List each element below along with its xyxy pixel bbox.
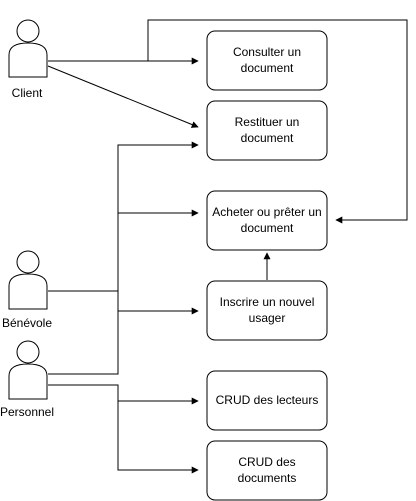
connector-client-acheter bbox=[147, 19, 408, 224]
use-case-inscrire: Inscrire un nouvel usager bbox=[206, 280, 328, 341]
use-case-acheter-line1: Acheter ou prêter un bbox=[212, 205, 321, 219]
use-case-inscrire-line2: usager bbox=[249, 311, 286, 325]
use-case-crud-lecteurs-line1: CRUD des lecteurs bbox=[216, 393, 319, 407]
actor-client-label: Client bbox=[12, 86, 43, 100]
connector-bus-restituer bbox=[117, 141, 199, 291]
actor-personnel-body bbox=[8, 363, 48, 400]
use-case-acheter: Acheter ou prêter un document bbox=[206, 190, 328, 251]
actor-benevole: Bénévole bbox=[2, 250, 52, 330]
use-case-consulter-line2: document bbox=[241, 61, 294, 75]
use-case-crud-documents-line2: documents bbox=[238, 471, 297, 485]
connector-client-restituer bbox=[47, 65, 199, 128]
connector-personnel-bus bbox=[48, 311, 119, 375]
connector-personnel-crud-documents bbox=[117, 401, 199, 474]
use-case-restituer-line2: document bbox=[241, 131, 294, 145]
actor-personnel-head bbox=[16, 340, 40, 364]
actor-client-body bbox=[8, 42, 48, 78]
use-case-crud-documents-line1: CRUD des bbox=[238, 455, 295, 469]
actor-personnel-label: Personnel bbox=[0, 405, 54, 419]
actor-client-head bbox=[16, 19, 40, 43]
use-case-consulter-line1: Consulter un bbox=[233, 45, 301, 59]
use-case-crud-lecteurs: CRUD des lecteurs bbox=[206, 370, 328, 431]
actor-personnel: Personnel bbox=[0, 340, 54, 419]
actor-benevole-label: Bénévole bbox=[2, 316, 52, 330]
actor-benevole-body bbox=[8, 273, 48, 310]
use-case-consulter: Consulter un document bbox=[206, 30, 328, 91]
use-case-restituer-line1: Restituer un bbox=[235, 115, 300, 129]
actor-client: Client bbox=[8, 19, 48, 100]
connector-personnel-crud-lecteurs bbox=[48, 384, 199, 405]
use-case-crud-documents: CRUD des documents bbox=[206, 440, 328, 501]
use-case-inscrire-line1: Inscrire un nouvel bbox=[220, 295, 315, 309]
use-case-restituer: Restituer un document bbox=[206, 100, 328, 161]
use-case-acheter-line2: document bbox=[241, 221, 294, 235]
actor-benevole-head bbox=[16, 250, 40, 274]
connector-benevole-inscrire bbox=[48, 290, 199, 315]
